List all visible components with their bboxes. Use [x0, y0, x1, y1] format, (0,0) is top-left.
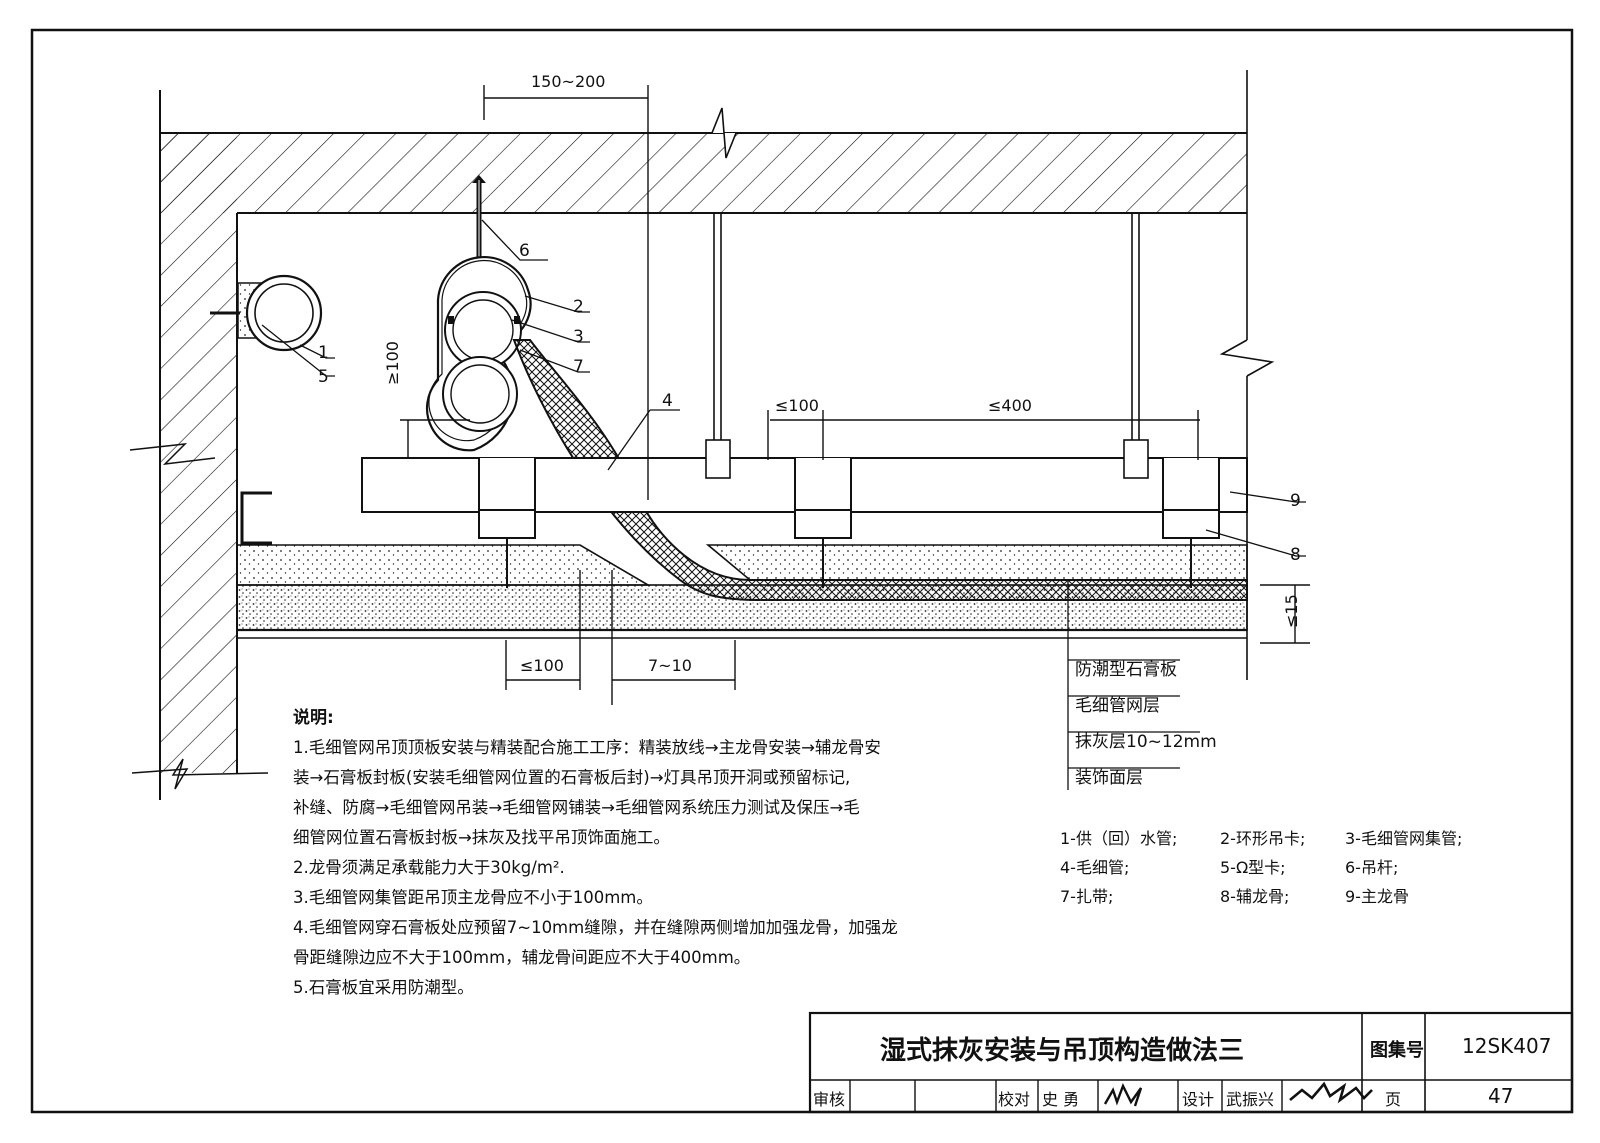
- callout-4: 4: [662, 391, 673, 411]
- concrete-wall: [129, 90, 269, 800]
- notes-title: 说明:: [293, 708, 334, 728]
- legend-item: 8-辅龙骨;: [1220, 887, 1290, 906]
- page-number: 47: [1488, 1084, 1514, 1108]
- dim-bottom-edge: ≤100: [520, 656, 564, 675]
- designer-name: 武振兴: [1226, 1090, 1275, 1109]
- layer-finish: 装饰面层: [1075, 768, 1143, 788]
- note-line: 5.石膏板宜采用防潮型。: [293, 978, 474, 997]
- checker-signature: [1103, 1083, 1143, 1107]
- dim-min-clearance: ≥100: [383, 341, 402, 385]
- callout-2: 2: [573, 297, 584, 317]
- dimension-lines: [400, 85, 1310, 705]
- note-line: 补缝、防腐→毛细管网吊装→毛细管网铺装→毛细管网系统压力测试及保压→毛: [293, 798, 860, 817]
- legend-item: 1-供（回）水管;: [1060, 829, 1178, 848]
- layer-labels: 防潮型石膏板 毛细管网层 抹灰层10~12mm 装饰面层: [1075, 655, 1217, 799]
- dim-top-spacing: 150~200: [531, 72, 606, 91]
- dim-aux-spacing: ≤400: [988, 396, 1032, 415]
- atlas-label: 图集号: [1370, 1040, 1424, 1061]
- note-line: 2.龙骨须满足承载能力大于30kg/m².: [293, 858, 565, 877]
- check-label: 校对: [998, 1090, 1031, 1109]
- dim-gap: 7~10: [648, 656, 692, 675]
- concrete-slab: [160, 107, 1247, 214]
- title-block: [808, 1011, 1574, 1114]
- layer-capillary: 毛细管网层: [1075, 696, 1160, 716]
- dim-edge-reinforce: ≤100: [775, 396, 819, 415]
- callout-6: 6: [519, 241, 530, 261]
- checker-name: 史 勇: [1042, 1090, 1080, 1109]
- callout-9: 9: [1290, 491, 1301, 511]
- note-line: 骨距缝隙边应不大于100mm，辅龙骨间距应不大于400mm。: [293, 948, 751, 967]
- legend-item: 3-毛细管网集管;: [1345, 829, 1463, 848]
- outer-frame: [30, 28, 1574, 1114]
- legend-item: 2-环形吊卡;: [1220, 829, 1306, 848]
- callout-5: 5: [318, 367, 329, 387]
- ceiling-rods: [705, 213, 1149, 479]
- legend-item: 5-Ω型卡;: [1220, 858, 1286, 877]
- callout-8: 8: [1290, 545, 1301, 565]
- note-line: 1.毛细管网吊顶顶板安装与精装配合施工工序：精装放线→主龙骨安装→辅龙骨安: [293, 738, 881, 757]
- atlas-number: 12SK407: [1462, 1034, 1552, 1058]
- legend-item: 9-主龙骨: [1345, 887, 1409, 906]
- legend-item: 7-扎带;: [1060, 887, 1114, 906]
- notes-block: 说明: 1.毛细管网吊顶顶板安装与精装配合施工工序：精装放线→主龙骨安装→辅龙骨…: [293, 703, 898, 1003]
- edge-channel: [240, 491, 272, 545]
- hanger-rod: [472, 175, 486, 270]
- page-label: 页: [1385, 1090, 1402, 1109]
- ring-clip-header: [425, 256, 532, 452]
- design-label: 设计: [1182, 1090, 1215, 1109]
- note-line: 装→石膏板封板(安装毛细管网位置的石膏板后封)→灯具吊顶开洞或预留标记,: [293, 768, 851, 787]
- note-line: 细管网位置石膏板封板→抹灰及找平吊顶饰面施工。: [293, 828, 670, 847]
- legend-item: 4-毛细管;: [1060, 858, 1130, 877]
- callout-7: 7: [573, 357, 584, 377]
- layer-gypsum: 防潮型石膏板: [1075, 660, 1177, 680]
- review-label: 审核: [813, 1090, 846, 1109]
- designer-signature: [1289, 1081, 1373, 1104]
- legend-item: 6-吊杆;: [1345, 858, 1399, 877]
- note-line: 3.毛细管网集管距吊顶主龙骨应不小于100mm。: [293, 888, 653, 907]
- callout-3: 3: [573, 327, 584, 347]
- ceiling-layers: [236, 544, 1248, 639]
- leader-lines: [261, 219, 1306, 790]
- layer-plaster: 抹灰层10~12mm: [1075, 732, 1217, 752]
- dim-plaster-thickness: ≤15: [1282, 594, 1301, 628]
- supply-return-pipe: [210, 274, 323, 352]
- note-line: 4.毛细管网穿石膏板处应预留7~10mm缝隙，并在缝隙两侧增加加强龙骨，加强龙: [293, 918, 898, 937]
- drawing-title: 湿式抹灰安装与吊顶构造做法三: [880, 1036, 1245, 1066]
- callout-1: 1: [318, 343, 329, 363]
